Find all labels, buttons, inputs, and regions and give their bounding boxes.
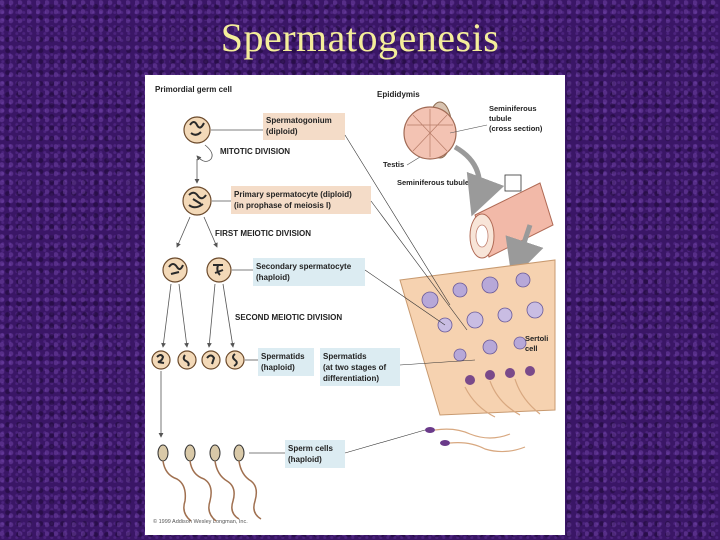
label-sperm-ploidy: (haploid): [288, 455, 322, 464]
label-spermatids: Spermatids: [261, 352, 305, 361]
label-primordial-germ-cell: Primordial germ cell: [155, 85, 232, 94]
secondary-spermatocyte-left: [162, 257, 188, 283]
secondary-spermatocyte-right: [206, 257, 232, 283]
label-seminiferous: Seminiferous: [489, 104, 537, 113]
arrow-sec-l1: [161, 283, 172, 348]
label-secondary-ploidy: (haploid): [256, 273, 290, 282]
slide-title: Spermatogenesis: [220, 15, 500, 60]
figure-svg: Primordial germ cell Spermatogonium (dip…: [151, 85, 556, 525]
label-box-secondary: [253, 258, 365, 286]
label-secondary-spermatocyte: Secondary spermatocyte: [256, 262, 352, 271]
seminiferous-tissue: [399, 259, 556, 418]
pointer-spermatids-tissue: [399, 359, 476, 366]
free-sperm: [425, 427, 526, 453]
label-spermatids-stages-2: (at two stages of: [323, 363, 386, 372]
label-mitotic-division: MITOTIC DIVISION: [220, 147, 290, 156]
zoom-arrow-1: [453, 144, 505, 217]
pointer-primary-tissue: [370, 200, 468, 331]
label-cross-section: (cross section): [489, 124, 543, 133]
label-box-spermatids-b: [320, 348, 400, 386]
arrow-primary-right: [203, 216, 218, 248]
pointer-seminiferous: [449, 124, 488, 134]
spermatogonium-cell: [183, 116, 211, 144]
pointer-testis: [406, 156, 421, 166]
copyright-notice: © 1999 Addison Wesley Longman, Inc.: [153, 518, 248, 525]
label-box-primary: [231, 186, 371, 214]
label-primary-prophase: (in prophase of meiosis I): [234, 201, 331, 210]
label-sperm-cells: Sperm cells: [288, 444, 333, 453]
pointer-sperm-tissue: [344, 429, 426, 454]
tubule-cylinder: [469, 174, 554, 259]
primary-spermatocyte-cell: [182, 186, 212, 216]
arrow-sec-l2: [178, 283, 189, 348]
label-first-meiotic-division: FIRST MEIOTIC DIVISION: [215, 229, 311, 238]
testis-illustration: [403, 101, 457, 160]
spermatogenesis-figure: Primordial germ cell Spermatogonium (dip…: [145, 75, 565, 535]
mitotic-loop-arrow: [196, 144, 213, 162]
arrow-primary-left: [176, 216, 191, 248]
label-spermatids-stages: Spermatids: [323, 352, 367, 361]
arrow-sec-r1: [206, 283, 216, 348]
label-seminiferous-tubule-word: tubule: [489, 114, 512, 123]
label-seminiferous-tubule: Seminiferous tubule: [397, 178, 469, 187]
label-spermatogonium-ploidy: (diploid): [266, 127, 298, 136]
label-epididymis: Epididymis: [377, 90, 420, 99]
label-sertoli: Sertoli: [525, 334, 548, 343]
spermatid-cells: [151, 350, 245, 370]
arrow-sec-r2: [222, 283, 235, 348]
label-spermatogonium: Spermatogonium: [266, 116, 332, 125]
label-spermatids-ploidy: (haploid): [261, 363, 295, 372]
label-box-spermatogonium: [263, 113, 345, 140]
label-box-spermatids-a: [258, 348, 314, 376]
label-sertoli-cell: cell: [525, 344, 538, 353]
label-box-sperm: [285, 440, 345, 468]
label-primary-spermatocyte: Primary spermatocyte (diploid): [234, 190, 352, 199]
label-second-meiotic-division: SECOND MEIOTIC DIVISION: [235, 313, 342, 322]
pointer-secondary-tissue: [364, 269, 446, 326]
pointer-spermatogonium-tissue: [344, 134, 451, 306]
label-testis: Testis: [383, 160, 404, 169]
label-spermatids-stages-3: differentiation): [323, 374, 379, 383]
sperm-cells: [157, 444, 262, 522]
